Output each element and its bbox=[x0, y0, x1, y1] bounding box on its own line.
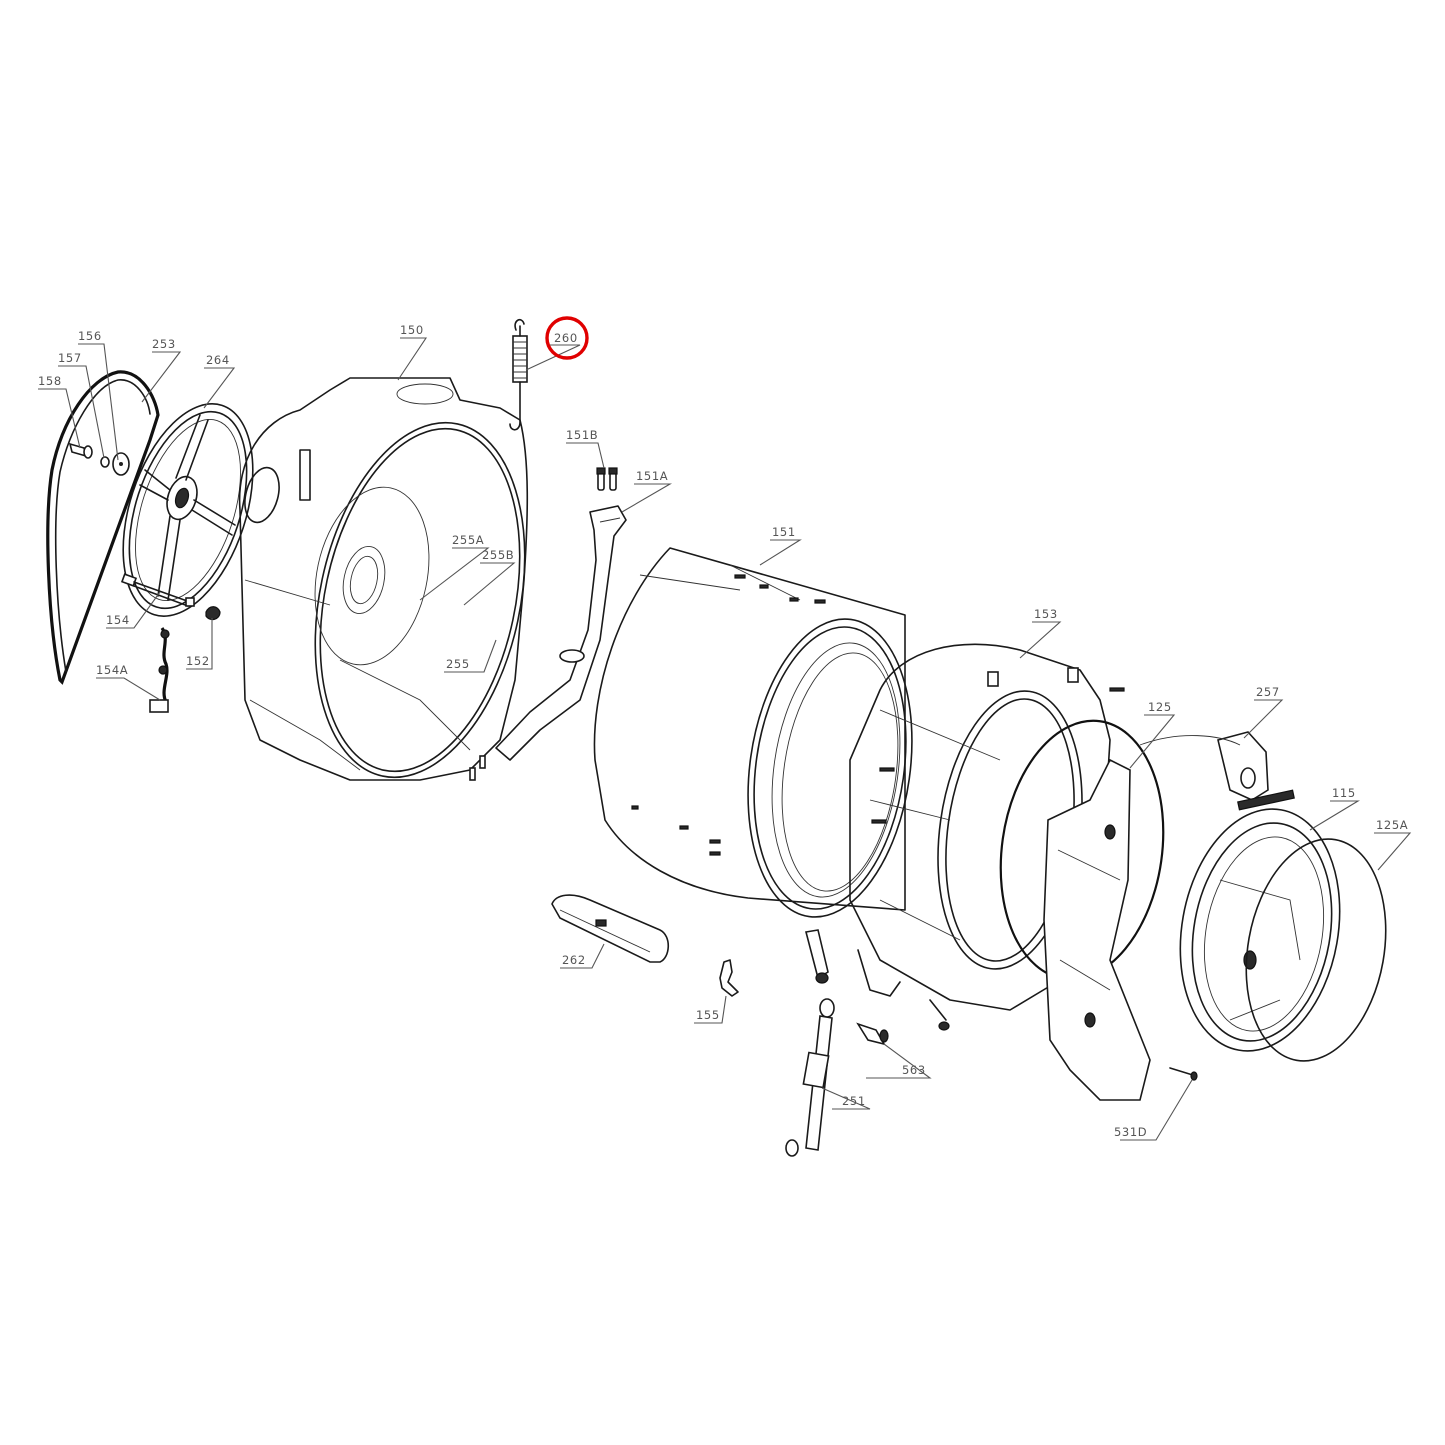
callout-262: 262 bbox=[562, 953, 586, 967]
screw-531D bbox=[1169, 1067, 1198, 1081]
drum-151 bbox=[593, 547, 906, 911]
callout-154A: 154A bbox=[96, 663, 128, 677]
drum-spider-151A bbox=[495, 505, 627, 761]
callout-150: 150 bbox=[400, 323, 424, 337]
bolt-158 bbox=[68, 442, 93, 459]
leader-lines bbox=[38, 337, 1412, 1141]
callout-151B: 151B bbox=[566, 428, 598, 442]
callout-158: 158 bbox=[38, 374, 62, 388]
spring-260 bbox=[509, 318, 528, 431]
callout-125: 125 bbox=[1148, 700, 1172, 714]
callout-151: 151 bbox=[772, 525, 796, 539]
washer-157 bbox=[100, 456, 110, 468]
callout-251: 251 bbox=[842, 1094, 866, 1108]
callout-255: 255 bbox=[446, 657, 470, 671]
callout-257: 257 bbox=[1256, 685, 1280, 699]
callout-115: 115 bbox=[1332, 786, 1356, 800]
callout-125A: 125A bbox=[1376, 818, 1408, 832]
sensor-154 bbox=[120, 573, 195, 607]
door-hinge-257 bbox=[1139, 731, 1295, 811]
shock-absorber-251 bbox=[785, 998, 835, 1157]
highlight-circle-260 bbox=[545, 316, 589, 360]
callout-255B: 255B bbox=[482, 548, 514, 562]
drive-belt-253 bbox=[46, 370, 160, 685]
callout-152: 152 bbox=[186, 654, 210, 668]
callout-153: 153 bbox=[1034, 607, 1058, 621]
callout-264: 264 bbox=[206, 353, 230, 367]
callout-255A: 255A bbox=[452, 533, 484, 547]
shock-mount-upper bbox=[805, 929, 829, 984]
callout-253: 253 bbox=[152, 337, 176, 351]
screws-151B bbox=[596, 467, 618, 491]
bolts-tub bbox=[469, 755, 486, 781]
pulley-264 bbox=[122, 403, 254, 617]
door-glass-125A bbox=[1245, 838, 1387, 1062]
clip-155 bbox=[719, 959, 739, 997]
front-counterweight bbox=[1043, 758, 1151, 1101]
callout-157: 157 bbox=[58, 351, 82, 365]
shock-mount-brackets bbox=[857, 949, 950, 1031]
callout-155: 155 bbox=[696, 1008, 720, 1022]
washer-156 bbox=[112, 452, 130, 476]
callout-563: 563 bbox=[902, 1063, 926, 1077]
rear-tub-150 bbox=[238, 377, 529, 781]
callout-154: 154 bbox=[106, 613, 130, 627]
door-ring-115 bbox=[1179, 808, 1341, 1052]
part-262 bbox=[551, 894, 670, 963]
callout-labels: 156 157 158 253 264 150 260 151B 151A 15… bbox=[38, 323, 1408, 1139]
callout-260: 260 bbox=[554, 331, 578, 345]
cap-152 bbox=[205, 606, 221, 621]
bolt-563 bbox=[856, 1022, 889, 1046]
callout-151A: 151A bbox=[636, 469, 668, 483]
drum-front-rim bbox=[747, 618, 913, 918]
callout-531D: 531D bbox=[1114, 1125, 1147, 1139]
callout-156: 156 bbox=[78, 329, 102, 343]
